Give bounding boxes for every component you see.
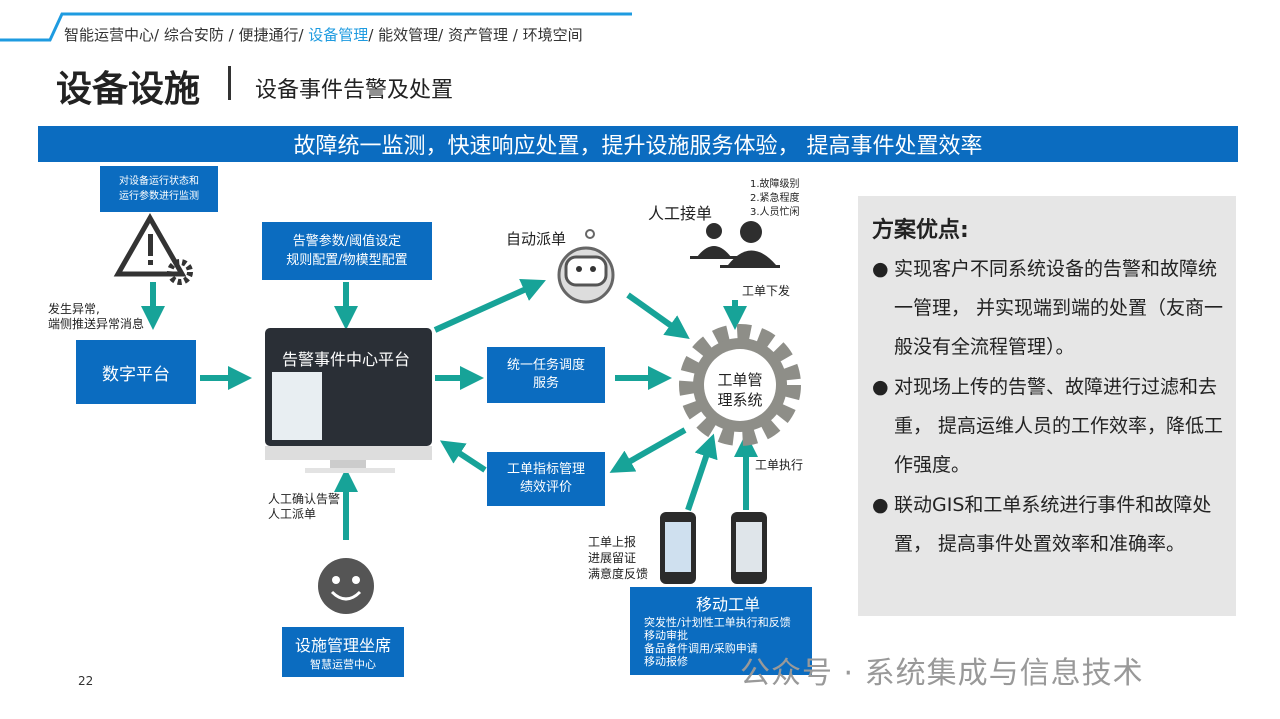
- seat-subtitle: 智慧运营中心: [310, 658, 376, 671]
- watermark: 公众号 · 系统集成与信息技术: [740, 656, 1144, 691]
- box-line: 告警参数/阈值设定: [292, 234, 402, 249]
- panel-title: 方案优点:: [872, 218, 969, 243]
- manual-accept-label: 人工接单: [648, 204, 713, 223]
- criteria-item: 3.人员忙闲: [750, 207, 800, 218]
- label-line: 工单上报: [588, 535, 637, 549]
- box-line: 工单指标管理: [506, 462, 585, 477]
- criteria-item: 1.故障级别: [750, 179, 800, 190]
- order-metrics-box: 工单指标管理 绩效评价: [487, 452, 605, 506]
- monitor-icon: [265, 328, 432, 473]
- label-line: 进展留证: [588, 551, 637, 565]
- label-line: 发生异常,: [48, 302, 100, 316]
- label-line: 人工确认告警: [268, 492, 341, 506]
- advantage-point: ●对现场上传的告警、故障进行过滤和去重， 提高运维人员的工作效率，降低工作强度。: [872, 368, 1227, 485]
- warning-gear-icon: [113, 212, 193, 285]
- point-text: 对现场上传的告警、故障进行过滤和去重， 提高运维人员的工作效率，降低工作强度。: [894, 376, 1224, 476]
- advantage-point: ●实现客户不同系统设备的告警和故障统一管理， 并实现端到端的处置（友商一般没有全…: [872, 250, 1227, 367]
- seat-box: 设施管理坐席 智慧运营中心: [282, 627, 404, 677]
- box-line: 服务: [532, 376, 559, 391]
- breadcrumb-item[interactable]: 智能运营中心/: [64, 26, 160, 44]
- label-line: 端侧推送异常消息: [48, 317, 145, 331]
- order-execute-label: 工单执行: [755, 458, 804, 472]
- mobile-order-item: 移动报修: [644, 655, 688, 668]
- box-line: 统一任务调度: [506, 358, 585, 373]
- mobile-device-icon: [660, 512, 767, 584]
- breadcrumb-item-active[interactable]: 设备管理: [308, 26, 369, 44]
- page-number: 22: [78, 674, 94, 688]
- breadcrumb-item[interactable]: 资产管理 /: [447, 26, 518, 44]
- label-line: 人工派单: [268, 507, 317, 521]
- auto-dispatch-label: 自动派单: [506, 230, 567, 248]
- breadcrumb-item[interactable]: / 能效管理/: [368, 26, 444, 44]
- monitor-box: 对设备运行状态和 运行参数进行监测: [100, 166, 218, 212]
- point-text: 联动GIS和工单系统进行事件和故障处置， 提高事件处置效率和准确率。: [894, 494, 1212, 555]
- header-line: [0, 12, 632, 42]
- monitor-box-line: 运行参数进行监测: [119, 191, 199, 202]
- banner: 故障统一监测，快速响应处置，提升设施服务体验， 提高事件处置效率: [38, 126, 1238, 162]
- monitor-box-line: 对设备运行状态和: [119, 176, 199, 187]
- breadcrumb-item[interactable]: 便捷通行/: [238, 26, 304, 44]
- advantages-panel: 方案优点: ●实现客户不同系统设备的告警和故障统一管理， 并实现端到端的处置（友…: [858, 196, 1236, 616]
- box-line: 绩效评价: [519, 480, 572, 495]
- headset-agent-icon: [318, 558, 374, 614]
- manual-confirm-label: 人工确认告警 人工派单: [268, 492, 340, 522]
- mobile-order-item: 突发性/计划性工单执行和反馈: [644, 616, 791, 629]
- box-line: 规则配置/物模型配置: [286, 253, 408, 268]
- alarm-config-box: 告警参数/阈值设定 规则配置/物模型配置: [262, 222, 432, 280]
- point-text: 实现客户不同系统设备的告警和故障统一管理， 并实现端到端的处置（友商一般没有全流…: [894, 258, 1224, 358]
- criteria-list: 1.故障级别 2.紧急程度 3.人员忙闲: [750, 178, 800, 220]
- bullet-icon: ●: [872, 494, 889, 516]
- advantage-point: ●联动GIS和工单系统进行事件和故障处置， 提高事件处置效率和准确率。: [872, 486, 1227, 564]
- order-system-label: 工单管 理系统: [710, 370, 770, 410]
- people-icon: [690, 221, 780, 268]
- label-line: 理系统: [717, 391, 763, 409]
- order-issue-label: 工单下发: [742, 284, 791, 298]
- breadcrumb-item[interactable]: 综合安防 /: [163, 26, 234, 44]
- mobile-order-item: 备品备件调用/采购申请: [644, 642, 758, 655]
- mobile-order-item: 移动审批: [644, 629, 688, 642]
- title-divider: [228, 66, 231, 100]
- mobile-order-title: 移动工单: [695, 595, 760, 614]
- gear-icon: [679, 324, 801, 446]
- bullet-icon: ●: [872, 376, 889, 398]
- mobile-order-box: 移动工单 突发性/计划性工单执行和反馈 移动审批 备品备件调用/采购申请 移动报…: [630, 587, 812, 675]
- digital-platform-box: 数字平台: [76, 340, 196, 404]
- report-label: 工单上报 进展留证 满意度反馈: [588, 534, 648, 582]
- breadcrumb-item[interactable]: 环境空间: [522, 26, 583, 44]
- bullet-icon: ●: [872, 258, 889, 280]
- label-line: 满意度反馈: [588, 567, 649, 581]
- criteria-item: 2.紧急程度: [750, 193, 800, 204]
- seat-title: 设施管理坐席: [294, 636, 391, 655]
- anomaly-label: 发生异常, 端侧推送异常消息: [48, 302, 144, 332]
- page-title: 设备设施: [56, 69, 201, 110]
- breadcrumb: 智能运营中心/ 综合安防 / 便捷通行/ 设备管理/ 能效管理/ 资产管理 / …: [64, 24, 583, 45]
- label-line: 工单管: [717, 371, 763, 389]
- robot-icon: [557, 229, 615, 304]
- task-dispatch-box: 统一任务调度 服务: [487, 347, 605, 403]
- page-subtitle: 设备事件告警及处置: [255, 78, 454, 103]
- alarm-center-label: 告警事件中心平台: [282, 350, 411, 369]
